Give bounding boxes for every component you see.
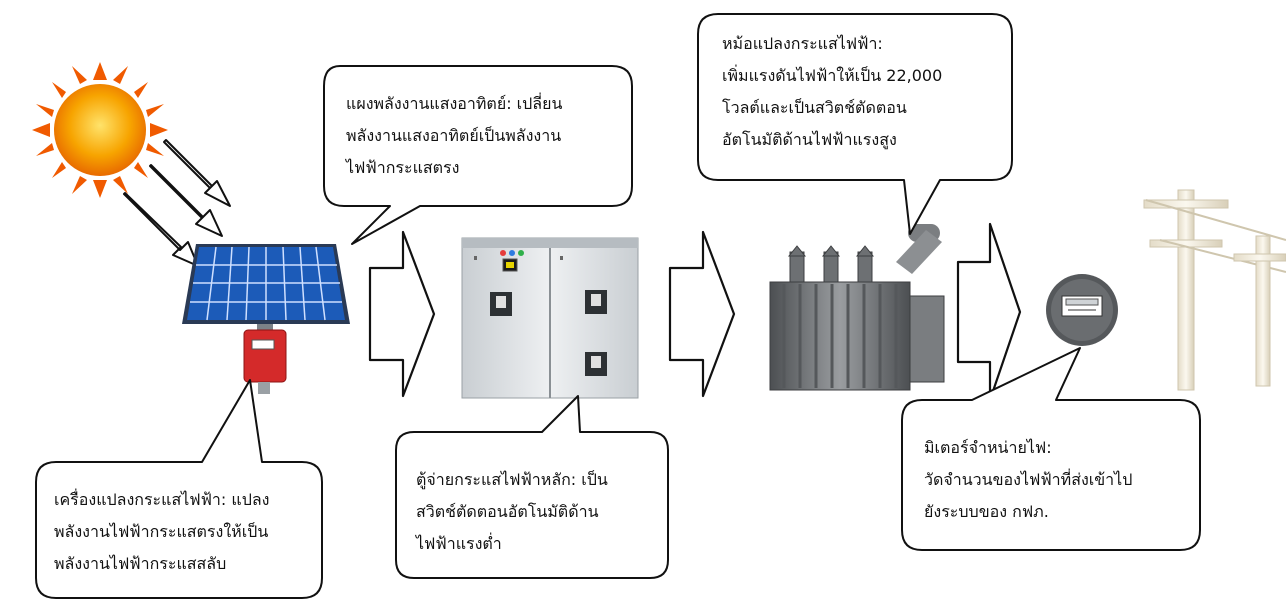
- flow-arrow-icon: [368, 222, 1022, 402]
- callout-solar-panel-bubble: [323, 65, 633, 245]
- transformer-icon: [769, 224, 945, 391]
- inverter-icon: [243, 329, 287, 394]
- callout-transformer-text: หม้อแปลงกระแสไฟฟ้า: เพิ่มแรงดันไฟฟ้าให้เ…: [722, 34, 943, 149]
- callout-bubbles: [35, 13, 1201, 599]
- callout-inverter-text: เครื่องแปลงกระแสไฟฟ้า: แปลง พลังงานไฟฟ้า…: [54, 490, 270, 573]
- callout-cabinet-text: ตู้จ่ายกระแสไฟฟ้าหลัก: เป็น สวิตช์ตัดตอน…: [416, 470, 608, 553]
- electric-meter-icon: [1046, 274, 1118, 346]
- utility-pole-icon: [1143, 189, 1286, 391]
- sunlight-arrows: [123, 139, 231, 267]
- callout-inverter-bubble: [35, 379, 323, 599]
- sun-icon: [32, 62, 168, 198]
- switch-cabinet-icon: [461, 237, 639, 399]
- callout-cabinet-bubble: [395, 395, 669, 579]
- callout-meter-text: มิเตอร์จำหน่ายไฟ: วัดจำนวนของไฟฟ้าที่ส่ง…: [924, 438, 1133, 521]
- callout-solar-panel-text: แผงพลังงานแสงอาทิตย์: เปลี่ยน พลังงานแสง…: [346, 94, 563, 177]
- callout-meter-bubble: [901, 347, 1201, 551]
- callout-transformer-bubble: [697, 13, 1013, 235]
- solar-panel-icon: [182, 244, 350, 336]
